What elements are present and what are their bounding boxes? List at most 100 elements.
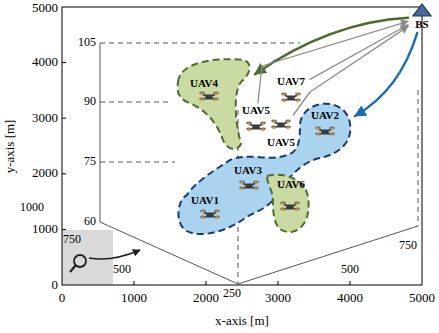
uav-label: UAV1 <box>191 194 219 207</box>
cluster-region: UAV6 <box>265 172 311 234</box>
uav-body <box>246 184 253 189</box>
tick <box>62 118 66 119</box>
zoom-region <box>62 230 113 285</box>
cluster-outline <box>178 104 350 234</box>
uav-rotor <box>253 181 259 184</box>
uav-body <box>322 130 329 135</box>
uav-label: UAV5 <box>267 136 295 149</box>
cluster-outline <box>178 59 250 149</box>
uav-motor <box>215 99 218 102</box>
inset-tick-label: 750 <box>63 233 81 247</box>
tick-label: 2000 <box>32 166 58 181</box>
uav-motor <box>296 209 299 212</box>
uav-rotor <box>271 126 277 129</box>
uav-motor <box>287 121 290 124</box>
uav-motor <box>255 188 258 191</box>
uav-body <box>206 95 213 100</box>
uav-label: UAV7 <box>277 75 305 88</box>
inset-tick-label: 1000 <box>20 201 44 215</box>
uav-motor <box>262 129 265 132</box>
uav-rotor <box>214 210 220 213</box>
inset-tick-label: 75 <box>84 155 96 169</box>
tick <box>62 229 66 230</box>
uav-rotor <box>200 210 206 213</box>
tick-label: 0 <box>52 278 59 293</box>
uav-motor <box>201 99 204 102</box>
uav-motor <box>241 188 244 191</box>
uav-label: UAV6 <box>277 178 305 191</box>
uav-motor <box>331 128 334 131</box>
link-arrow <box>355 33 417 116</box>
uav-icon <box>281 93 301 103</box>
uav-icon <box>280 202 300 212</box>
uav-motor <box>317 128 320 131</box>
tick-label: 0 <box>59 291 66 306</box>
tick <box>206 281 207 285</box>
uav-motor <box>297 94 300 97</box>
uav-motor <box>273 127 276 130</box>
magnifier-handle <box>70 266 76 273</box>
uav-motor <box>282 203 285 206</box>
inset-tick-label: 90 <box>84 95 96 109</box>
uav-rotor <box>199 98 205 101</box>
tick-label: 1000 <box>32 222 58 237</box>
uav-motor <box>215 93 218 96</box>
uav-rotor <box>271 120 277 123</box>
inset-tick-label: 500 <box>113 263 131 277</box>
uav-label: UAV5 <box>242 104 270 117</box>
uav-motor <box>282 209 285 212</box>
zoom-arrow <box>89 250 140 259</box>
uav-label: BS <box>415 18 428 31</box>
uav-rotor <box>253 187 259 190</box>
inset-x-axis <box>238 226 418 284</box>
uav-motor <box>331 134 334 137</box>
inset-tick-label: 750 <box>399 239 417 253</box>
uav-icon <box>246 122 266 132</box>
tick <box>350 281 351 285</box>
uav-motor <box>216 217 219 220</box>
uav-rotor <box>199 92 205 95</box>
tick-label: 4000 <box>32 55 58 70</box>
uav-rotor <box>280 208 286 211</box>
uav-rotor <box>246 122 252 125</box>
uav-motor <box>248 129 251 132</box>
tick-label: 2000 <box>193 291 219 306</box>
uav-rotor <box>315 127 321 130</box>
link-arrow <box>310 25 408 80</box>
tick-label: 3000 <box>32 111 58 126</box>
inset-tick-label: 250 <box>223 287 241 301</box>
link-arrow <box>255 18 408 74</box>
tick-label: 4000 <box>337 291 363 306</box>
node-shape <box>175 52 255 152</box>
uav-icon <box>315 127 335 137</box>
uav-rotor <box>280 202 286 205</box>
uav-body <box>288 96 295 101</box>
base-station-icon <box>413 4 431 16</box>
uav: UAV7 <box>272 74 310 106</box>
uav-motor <box>255 182 258 185</box>
cluster-region: UAV2UAV3UAV1 <box>175 94 355 242</box>
uav-body <box>278 123 285 128</box>
uav-label: UAV2 <box>311 109 339 122</box>
link-arrow <box>258 21 408 103</box>
uav-body <box>207 213 214 218</box>
uav-rotor <box>295 99 301 102</box>
tick-label: 5000 <box>32 1 58 16</box>
inset-tick-label: 105 <box>78 36 96 50</box>
tick-label: 3000 <box>265 291 291 306</box>
inset-edge <box>100 43 300 44</box>
inset-tick-label: 500 <box>341 263 359 277</box>
uav-icon <box>200 210 220 220</box>
inset-grid <box>100 102 170 103</box>
uav-motor <box>287 127 290 130</box>
uav-rotor <box>285 120 291 123</box>
link-arrow <box>293 26 408 115</box>
uav-motor <box>297 100 300 103</box>
tick <box>134 281 135 285</box>
uav-rotor <box>213 92 219 95</box>
uav-motor <box>201 93 204 96</box>
uav-rotor <box>239 187 245 190</box>
uav-rotor <box>214 216 220 219</box>
uav-rotor <box>246 128 252 131</box>
